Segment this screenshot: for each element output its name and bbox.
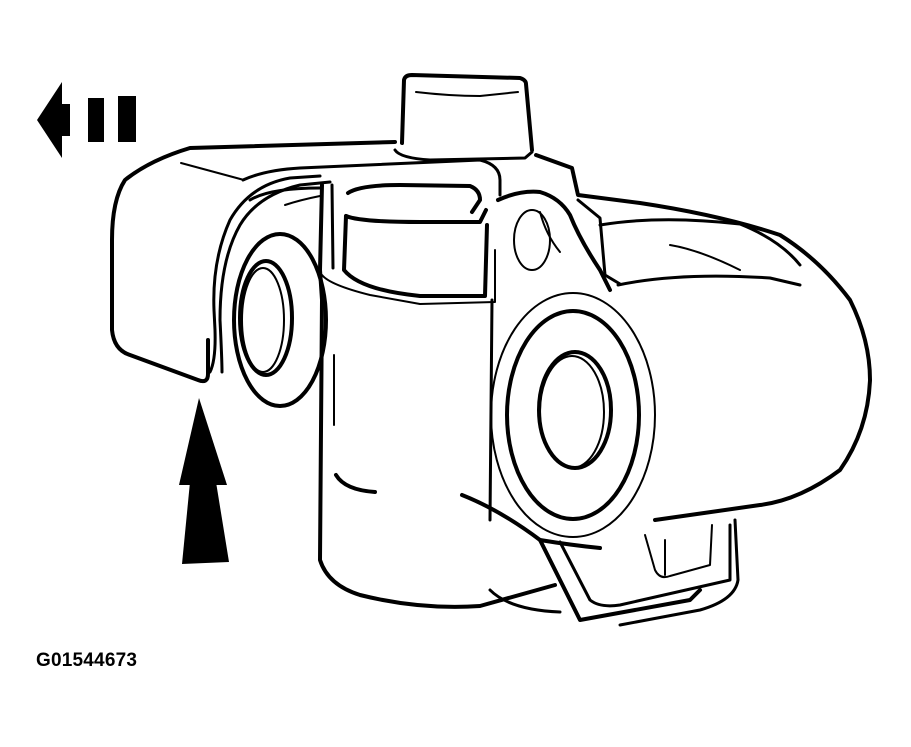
figure-id-label: G01544673 bbox=[36, 650, 138, 671]
top-cap bbox=[393, 73, 534, 162]
center-cylinder bbox=[318, 183, 557, 609]
left-arrow-icon bbox=[37, 82, 136, 158]
up-arrow-icon bbox=[179, 398, 229, 564]
left-flange bbox=[110, 140, 502, 384]
right-body bbox=[460, 153, 872, 550]
bottom-bracket bbox=[488, 518, 740, 627]
left-boss bbox=[232, 186, 328, 408]
